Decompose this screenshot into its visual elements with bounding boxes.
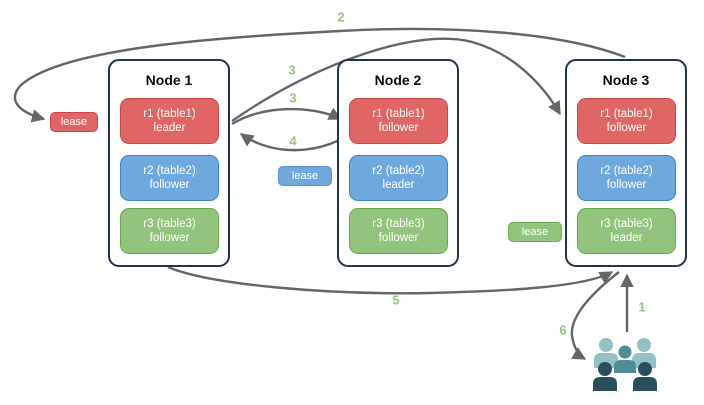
replica-role: follower [606,179,647,191]
replica-node2-r1: r1 (table1) follower [349,98,448,144]
replica-node3-r1: r1 (table1) follower [577,98,676,144]
node-title: Node 2 [374,72,422,88]
arrow-step-3-node1-to-node2 [231,107,343,126]
users-icon [593,338,657,391]
replica-node2-r2: r2 (table2) leader [349,155,448,201]
replica-node3-r3: r3 (table3) leader [577,208,676,254]
replica-node2-r3: r3 (table3) follower [349,208,448,254]
replica-name: r2 (table2) [600,165,653,177]
replica-node1-r2: r2 (table2) follower [120,155,219,201]
replica-node1-r1: r1 (table1) leader [120,98,219,144]
replica-node3-r2: r2 (table2) follower [577,155,676,201]
replica-name: r2 (table2) [372,165,425,177]
replica-name: r3 (table3) [600,218,653,230]
replica-role: follower [378,122,419,134]
replica-node1-r3: r3 (table3) follower [120,208,219,254]
step-label-3b: 3 [289,90,297,106]
replica-role: leader [382,179,415,191]
arrow-step-3-node1-to-node3 [231,37,562,122]
arrow-step-5-node1-to-node3 [167,265,614,295]
node-3: Node 3 r1 (table1) follower r2 (table2) … [565,59,687,267]
node-1: Node 1 r1 (table1) leader r2 (table2) fo… [108,59,230,267]
step-label-2: 2 [337,9,345,25]
node-title: Node 1 [145,72,193,88]
replica-name: r3 (table3) [143,218,196,230]
replica-name: r2 (table2) [143,165,196,177]
lease-badge-r1: lease [50,112,98,132]
arrow-step-2-node3-to-lease1 [13,27,626,123]
lease-badge-r3: lease [508,222,562,242]
replica-role: leader [153,122,186,134]
replica-role: follower [149,179,190,191]
step-label-6: 6 [559,322,567,338]
replica-role: follower [378,232,419,244]
replica-name: r1 (table1) [372,108,425,120]
replica-name: r3 (table3) [372,218,425,230]
step-label-1: 1 [638,299,646,315]
replica-role: follower [149,232,190,244]
arrow-step-6-node3-to-users [570,271,620,361]
replica-name: r1 (table1) [600,108,653,120]
replica-role: follower [606,122,647,134]
step-label-5: 5 [392,292,400,308]
node-2: Node 2 r1 (table1) follower r2 (table2) … [337,59,459,267]
step-label-3a: 3 [288,62,296,78]
lease-badge-r2: lease [278,166,332,186]
node-title: Node 3 [602,72,650,88]
replica-name: r1 (table1) [143,108,196,120]
step-label-4: 4 [289,133,297,149]
replica-role: leader [610,232,643,244]
